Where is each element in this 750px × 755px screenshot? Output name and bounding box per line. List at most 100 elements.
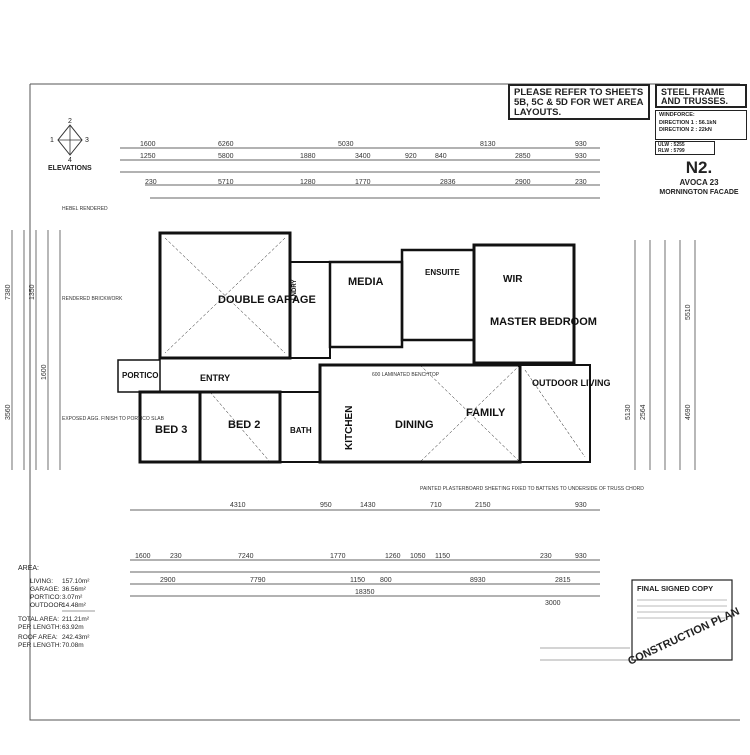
dim-top-2-f: 840 (435, 153, 447, 160)
dim-top-3-c: 1280 (300, 179, 316, 186)
area-row-value-2: 3.07m² (62, 594, 83, 601)
windforce-dir2: DIRECTION 2 : 22kN (659, 127, 712, 134)
area-row-value-0: 157.10m² (62, 578, 90, 585)
dim-top-3-e: 2836 (440, 179, 456, 186)
top-dimensions (120, 147, 600, 199)
room-media: MEDIA (348, 276, 384, 288)
ulw-box: ULW : 5255 RLW : 5799 (655, 141, 715, 155)
dim-right-c: 2564 (640, 404, 647, 420)
final-signed-box: FINAL SIGNED COPY CONSTRUCTION PLAN (626, 579, 742, 668)
area-row-name-4: TOTAL AREA: (18, 616, 59, 623)
area-schedule: AREA: LIVING: 157.10m² GARAGE: 36.56m² P… (18, 565, 95, 649)
dim-bottom-total: 18350 (355, 589, 375, 596)
dim-top-2-g: 2850 (515, 153, 531, 160)
dim-bottom-2-f: 1050 (410, 553, 426, 560)
left-dimensions (11, 230, 61, 470)
bottom-dimensions (130, 509, 600, 597)
dim-left-c: 1350 (29, 284, 36, 300)
dim-bottom-1-b: 950 (320, 502, 332, 509)
note-plaster: PAINTED PLASTERBOARD SHEETING FIXED TO B… (420, 486, 644, 492)
dim-top-2-a: 1250 (140, 153, 156, 160)
dim-right-d: 5130 (625, 404, 632, 420)
elevation-number-4: 4 (68, 157, 72, 164)
dim-bottom-2-e: 1260 (385, 553, 401, 560)
windforce-label: WINDFORCE: (659, 112, 695, 118)
room-family: FAMILY (466, 407, 506, 419)
area-row-name-3: OUTDOOR: (30, 602, 65, 609)
elevation-number-2: 2 (68, 118, 72, 125)
dim-left-a: 7380 (5, 284, 12, 300)
dim-top-3-b: 5710 (218, 179, 234, 186)
dim-top-2-h: 930 (575, 153, 587, 160)
final-signed-label: FINAL SIGNED COPY (637, 584, 713, 593)
room-bed2: BED 2 (228, 419, 260, 431)
room-double-garage: DOUBLE GARAGE (218, 294, 316, 306)
dim-top-1-d: 8130 (480, 141, 496, 148)
frame-note-text: STEEL FRAME AND TRUSSES. (661, 87, 729, 107)
dim-top-3-f: 2900 (515, 179, 531, 186)
dim-top-1-b: 6260 (218, 141, 234, 148)
elevations-label: ELEVATIONS (48, 165, 92, 172)
dim-right-a: 5510 (685, 304, 692, 320)
windforce-dir1: DIRECTION 1 : 56.1kN (659, 119, 717, 126)
room-portico: PORTICO (122, 371, 158, 380)
dim-bottom-1-e: 2150 (475, 502, 491, 509)
note-laminate: 600 LAMINATED BENCHTOP (372, 372, 440, 378)
note-rendered: RENDERED BRICKWORK (62, 296, 123, 302)
room-ensuite: ENSUITE (425, 268, 460, 277)
area-row-name-6: ROOF AREA: (18, 634, 58, 641)
dim-top-3-d: 1770 (355, 179, 371, 186)
frame-note: STEEL FRAME AND TRUSSES. (655, 84, 747, 108)
signature-strip (540, 647, 630, 661)
ulw-value: ULW : 5255 (658, 142, 685, 148)
dim-bottom-2-h: 230 (540, 553, 552, 560)
area-row-name-2: PORTICO: (30, 594, 61, 601)
room-outdoor-living: OUTDOOR LIVING (532, 378, 611, 388)
dim-bottom-1-a: 4310 (230, 502, 246, 509)
elevation-number-3: 3 (85, 137, 89, 144)
dim-top-3-g: 230 (575, 179, 587, 186)
dim-top-2-e: 920 (405, 153, 417, 160)
area-row-value-7: 70.08m (62, 642, 84, 649)
area-row-name-7: PER LENGTH: (18, 642, 62, 649)
area-row-value-5: 63.92m (62, 624, 84, 631)
dim-bottom-1-c: 1430 (360, 502, 376, 509)
dim-right-b: 4690 (685, 404, 692, 420)
sheet-border (29, 84, 740, 721)
dim-bottom-3-f: 2815 (555, 577, 571, 584)
area-row-name-1: GARAGE: (30, 586, 60, 593)
building-walls (117, 231, 591, 464)
dim-top-2-d: 3400 (355, 153, 371, 160)
dim-top-2-b: 5800 (218, 153, 234, 160)
area-label: AREA: (18, 565, 39, 572)
dim-top-2-c: 1880 (300, 153, 316, 160)
design-name: AVOCA 23 (679, 178, 719, 187)
dim-left-b: 3560 (5, 404, 12, 420)
dim-top-1-e: 930 (575, 141, 587, 148)
area-row-value-4: 211.21m² (62, 616, 90, 623)
dim-bottom-2-b: 230 (170, 553, 182, 560)
title-block: N2. AVOCA 23 MORNINGTON FACADE (650, 158, 748, 200)
room-bed3: BED 3 (155, 424, 187, 436)
dim-bottom-3-c: 1150 (350, 577, 365, 584)
dim-bottom-2-d: 1770 (330, 553, 346, 560)
area-row-value-3: 14.48m² (62, 602, 87, 609)
right-dimensions (634, 240, 696, 470)
room-lndry: LNDRY (292, 280, 298, 300)
dim-top-3-a: 230 (145, 179, 157, 186)
wet-area-note: PLEASE REFER TO SHEETS 5B, 5C & 5D FOR W… (508, 84, 650, 120)
dim-bottom-3-e: 8930 (470, 577, 486, 584)
wet-area-note-text: PLEASE REFER TO SHEETS 5B, 5C & 5D FOR W… (514, 87, 644, 118)
elevations-compass: 2 1 3 4 ELEVATIONS (48, 118, 92, 172)
dim-bottom-last: 3000 (545, 600, 561, 607)
dim-top-1-c: 5030 (338, 141, 354, 148)
room-kitchen: KITCHEN (344, 406, 355, 450)
dim-bottom-1-d: 710 (430, 502, 442, 509)
dim-bottom-2-c: 7240 (238, 553, 254, 560)
note-pier: EXPOSED AGG. FINISH TO PORTICO SLAB (62, 416, 165, 422)
area-row-value-1: 36.56m² (62, 586, 87, 593)
dim-top-1-a: 1600 (140, 141, 156, 148)
dim-bottom-3-b: 7790 (250, 577, 266, 584)
